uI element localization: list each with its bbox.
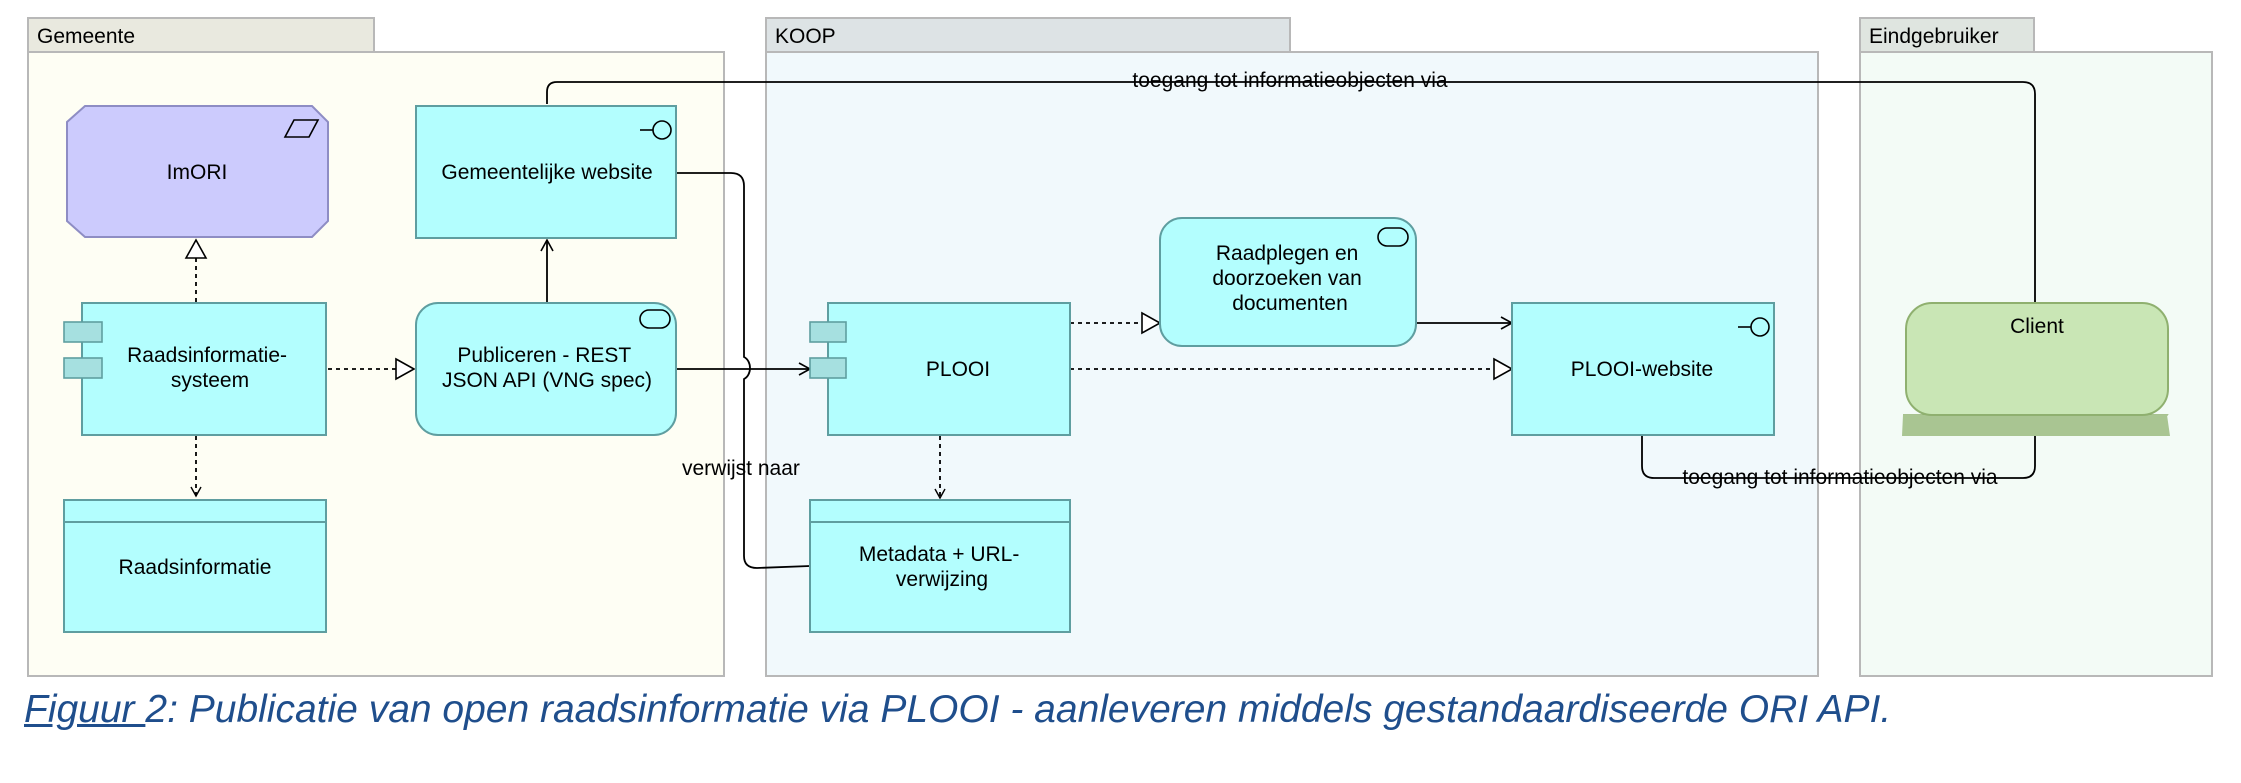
- node-plooi-website[interactable]: PLOOI-website: [1511, 302, 1775, 436]
- label-line: systeem: [171, 369, 249, 392]
- node-gemeentelijke-website[interactable]: Gemeentelijke website: [415, 105, 677, 239]
- node-raadsinformatie[interactable]: Raadsinformatie: [63, 499, 327, 633]
- group-gemeente-label: Gemeente: [37, 25, 135, 48]
- node-gemeentelijke-website-label: Gemeentelijke website: [441, 161, 652, 184]
- component-tab: [63, 357, 103, 379]
- label-line: Raadplegen en: [1216, 242, 1358, 265]
- node-raadsinformatiesysteem[interactable]: Raadsinformatie- systeem: [63, 302, 327, 436]
- node-client[interactable]: Client: [1902, 302, 2170, 436]
- node-raadplegen[interactable]: Raadplegen en doorzoeken van documenten: [1159, 217, 1417, 347]
- relation-verwijst-naar-label: verwijst naar: [682, 457, 800, 480]
- interface-icon: [640, 120, 672, 140]
- component-tab: [809, 357, 847, 379]
- node-publiceren-api[interactable]: Publiceren - REST JSON API (VNG spec): [415, 302, 677, 436]
- device-base: [1902, 415, 2170, 436]
- caption-text: 2: Publicatie van open raadsinformatie v…: [145, 688, 1892, 731]
- interface-icon: [1738, 317, 1770, 337]
- node-raadplegen-label: Raadplegen en doorzoeken van documenten: [1212, 242, 1367, 315]
- node-metadata[interactable]: Metadata + URL- verwijzing: [809, 499, 1071, 633]
- label-line: verwijzing: [896, 568, 988, 591]
- component-tab: [809, 321, 847, 343]
- caption-figuur: Figuur: [24, 688, 146, 731]
- group-koop-label: KOOP: [775, 25, 836, 48]
- label-line: Publiceren - REST: [457, 344, 631, 367]
- relation-toegang-top: [546, 81, 2036, 302]
- node-plooi[interactable]: PLOOI: [809, 302, 1071, 436]
- component-tab: [63, 321, 103, 343]
- node-client-label: Client: [2010, 315, 2064, 338]
- node-raadsinformatie-label: Raadsinformatie: [119, 556, 272, 579]
- label-line: Metadata + URL-: [859, 543, 1020, 566]
- node-imori-label: ImORI: [167, 161, 228, 184]
- relation-verwijst-naar: [676, 172, 811, 569]
- label-line: doorzoeken van: [1212, 267, 1361, 290]
- representation-icon: [283, 119, 320, 138]
- node-imori[interactable]: ImORI: [66, 105, 329, 238]
- node-plooi-website-label: PLOOI-website: [1571, 358, 1713, 381]
- relation-toegang-bottom: [1641, 416, 2036, 479]
- service-icon: [1377, 227, 1409, 247]
- label-line: JSON API (VNG spec): [442, 369, 652, 392]
- group-eindgebruiker-label: Eindgebruiker: [1869, 25, 1999, 48]
- node-publiceren-api-label: Publiceren - REST JSON API (VNG spec): [442, 344, 652, 392]
- node-plooi-label: PLOOI: [926, 358, 990, 381]
- relation-toegang-top-label: toegang tot informatieobjecten via: [1132, 69, 1448, 92]
- figure-caption: Figuur 2: Publicatie van open raadsinfor…: [24, 688, 1891, 732]
- node-metadata-label: Metadata + URL- verwijzing: [859, 543, 1025, 591]
- label-line: documenten: [1232, 292, 1348, 315]
- service-icon: [639, 309, 671, 329]
- relation-toegang-bottom-label: toegang tot informatieobjecten via: [1682, 466, 1998, 489]
- node-raadsinformatiesysteem-label: Raadsinformatie- systeem: [127, 344, 293, 392]
- label-line: Raadsinformatie-: [127, 344, 287, 367]
